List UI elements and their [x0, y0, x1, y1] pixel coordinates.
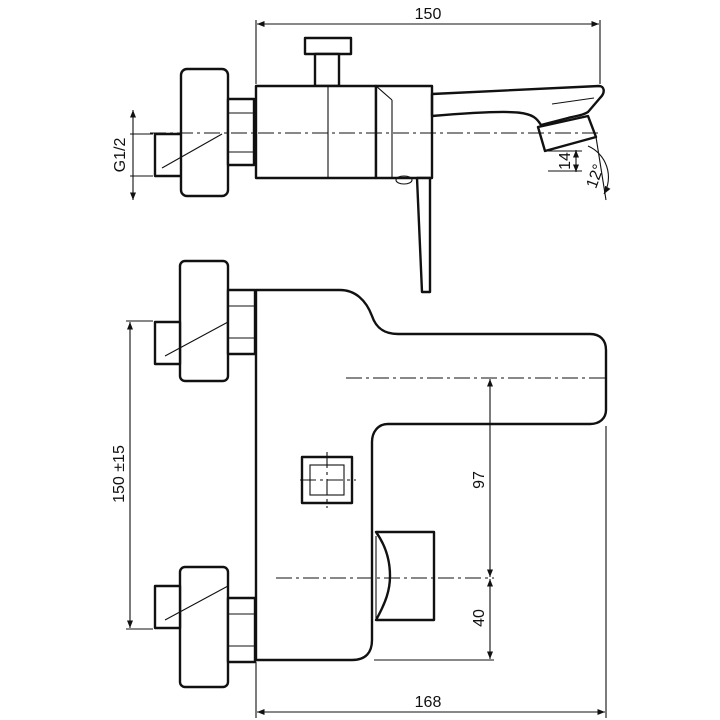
top-view-body: [254, 84, 378, 180]
dim-depth: 168: [415, 694, 442, 711]
front-view: 150 ±15 97 40 168: [111, 259, 608, 718]
dim-thread: G1/2: [112, 138, 129, 173]
top-view-lever-handle: [415, 176, 432, 294]
front-view-upper-flange: [178, 259, 230, 383]
dim-centers: 150 ±15: [111, 445, 128, 503]
top-view-diverter-knob: [303, 36, 353, 56]
front-view-lower-nut: [153, 584, 182, 630]
dim-lower-height: 40: [471, 609, 488, 627]
top-view-diverter-stem: [313, 52, 341, 88]
front-view-body: [254, 288, 608, 662]
top-view-lever-block: [374, 84, 434, 180]
dim-spout-height: 14: [557, 152, 574, 170]
front-view-lower-flange: [178, 565, 230, 689]
top-view-spout: [430, 84, 605, 127]
front-view-lower-connector: [226, 596, 257, 664]
dim-upper-height: 97: [471, 471, 488, 489]
top-view-nut: [153, 132, 185, 178]
top-view-connector: [226, 97, 256, 167]
front-view-upper-nut: [153, 320, 182, 366]
top-view: 150 G1/2 14 12°: [112, 6, 611, 294]
front-view-upper-connector: [226, 288, 257, 356]
dim-150-top: 150: [415, 6, 442, 23]
front-view-lever: [374, 530, 436, 622]
